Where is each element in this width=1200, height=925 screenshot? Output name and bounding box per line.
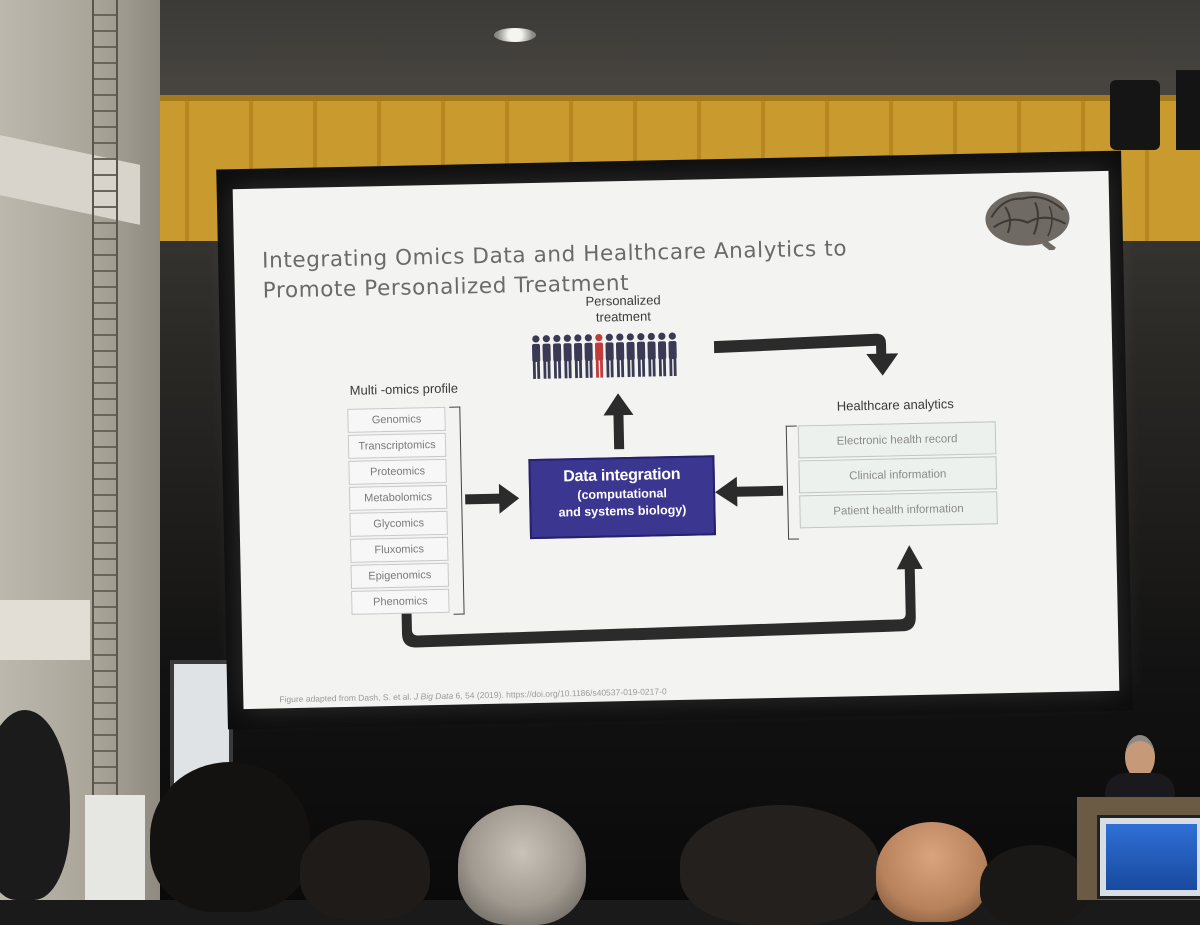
person-icon bbox=[647, 332, 656, 377]
audience-head bbox=[458, 805, 586, 925]
spotlight bbox=[1110, 80, 1160, 150]
arrow-omics-head bbox=[498, 483, 520, 514]
person-icon bbox=[563, 334, 572, 379]
caption-journal: J Big Data bbox=[413, 690, 454, 702]
ladder bbox=[92, 0, 118, 820]
people-group-icon bbox=[531, 332, 677, 379]
brain-icon bbox=[985, 191, 1070, 252]
ceiling bbox=[80, 0, 1200, 110]
person-icon bbox=[531, 335, 541, 379]
arrow-omics-to-integration bbox=[465, 493, 502, 505]
laptop-screen bbox=[1106, 824, 1197, 890]
left-wall bbox=[0, 0, 160, 900]
audience-head bbox=[300, 820, 430, 920]
person-icon bbox=[542, 335, 551, 379]
person-icon bbox=[605, 333, 614, 378]
wall-beam bbox=[0, 135, 140, 225]
laptop bbox=[1097, 815, 1200, 899]
audience-head bbox=[680, 805, 880, 925]
person-icon bbox=[573, 334, 583, 379]
person-highlighted-icon bbox=[594, 333, 604, 378]
arrow-top-loop bbox=[713, 333, 887, 356]
arrow-up-to-people bbox=[613, 413, 625, 450]
presentation-slide: Integrating Omics Data and Healthcare An… bbox=[232, 170, 1120, 710]
person-icon bbox=[552, 334, 562, 379]
arrow-health-head bbox=[715, 476, 738, 507]
person-icon bbox=[636, 333, 646, 377]
wall-panel bbox=[0, 600, 90, 660]
electrical-cabinet bbox=[85, 795, 145, 900]
audience-head bbox=[980, 845, 1090, 925]
audience-head bbox=[150, 762, 310, 912]
arrow-bottom-head bbox=[896, 545, 923, 570]
speaker-head bbox=[1125, 735, 1155, 779]
audience-head bbox=[876, 822, 988, 922]
arrow-top-head bbox=[866, 353, 899, 376]
audience bbox=[0, 710, 1200, 925]
person-icon bbox=[668, 332, 677, 377]
speaker bbox=[1105, 735, 1175, 805]
ceiling-light bbox=[494, 28, 536, 42]
audience-head bbox=[0, 710, 70, 900]
person-icon bbox=[657, 332, 667, 377]
person-icon bbox=[584, 334, 593, 378]
spotlight-edge bbox=[1176, 70, 1200, 150]
arrow-bottom-loop bbox=[401, 567, 916, 648]
arrow-health-to-integration bbox=[734, 485, 784, 497]
flow-arrows bbox=[401, 333, 923, 648]
arrow-up-head bbox=[603, 393, 634, 416]
person-icon bbox=[626, 333, 635, 377]
person-icon bbox=[615, 333, 625, 378]
